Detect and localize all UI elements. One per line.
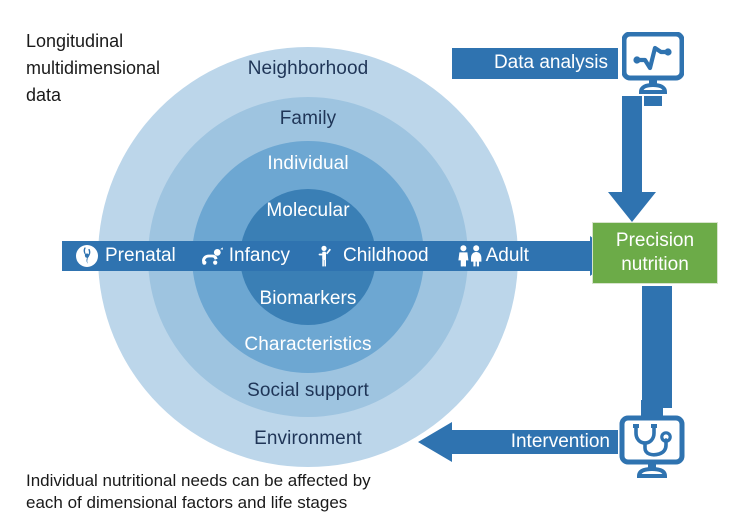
data-analysis-bar[interactable]: Data analysis (452, 48, 618, 79)
life-stage-infancy[interactable]: Infancy (198, 243, 290, 269)
flow-connector-down (640, 286, 674, 413)
two-adults-icon (455, 243, 482, 269)
pregnancy-icon (74, 243, 100, 269)
ring-label-molecular: Molecular (266, 200, 350, 221)
life-stage-adult[interactable]: Adult (455, 243, 529, 269)
life-stage-label-childhood: Childhood (343, 245, 429, 266)
ring-label-characteristics: Characteristics (244, 334, 372, 355)
life-stage-prenatal[interactable]: Prenatal (74, 243, 176, 269)
ring-label-environment: Environment (254, 428, 362, 449)
life-stage-label-adult: Adult (485, 245, 529, 266)
monitor-stethoscope-icon[interactable] (618, 400, 688, 485)
ring-label-individual: Individual (267, 153, 349, 174)
crawling-baby-icon (198, 243, 224, 269)
life-stage-label-prenatal: Prenatal (105, 245, 176, 266)
precision-nutrition-box[interactable]: Precision nutrition (592, 222, 718, 284)
longitudinal-data-caption: Longitudinal multidimensional data (26, 31, 161, 105)
ring-label-social-support: Social support (247, 380, 369, 401)
data-analysis-label: Data analysis (493, 52, 608, 73)
life-stage-list: Prenatal Infancy (62, 236, 618, 276)
ring-label-neighborhood: Neighborhood (247, 58, 369, 79)
child-figure-icon (312, 243, 338, 269)
bottom-caption: Individual nutritional needs can be affe… (26, 471, 371, 512)
ring-label-biomarkers: Biomarkers (259, 288, 357, 309)
precision-nutrition-label: Precision nutrition (615, 230, 695, 275)
intervention-label: Intervention (510, 431, 610, 452)
life-stage-childhood[interactable]: Childhood (312, 243, 429, 269)
life-stage-arrow (62, 236, 618, 276)
monitor-chart-icon[interactable] (621, 31, 685, 111)
flow-arrow-down (602, 96, 662, 227)
intervention-bar[interactable]: Intervention (418, 420, 618, 464)
life-stage-label-infancy: Infancy (228, 245, 291, 266)
ring-label-family: Family (279, 108, 337, 129)
